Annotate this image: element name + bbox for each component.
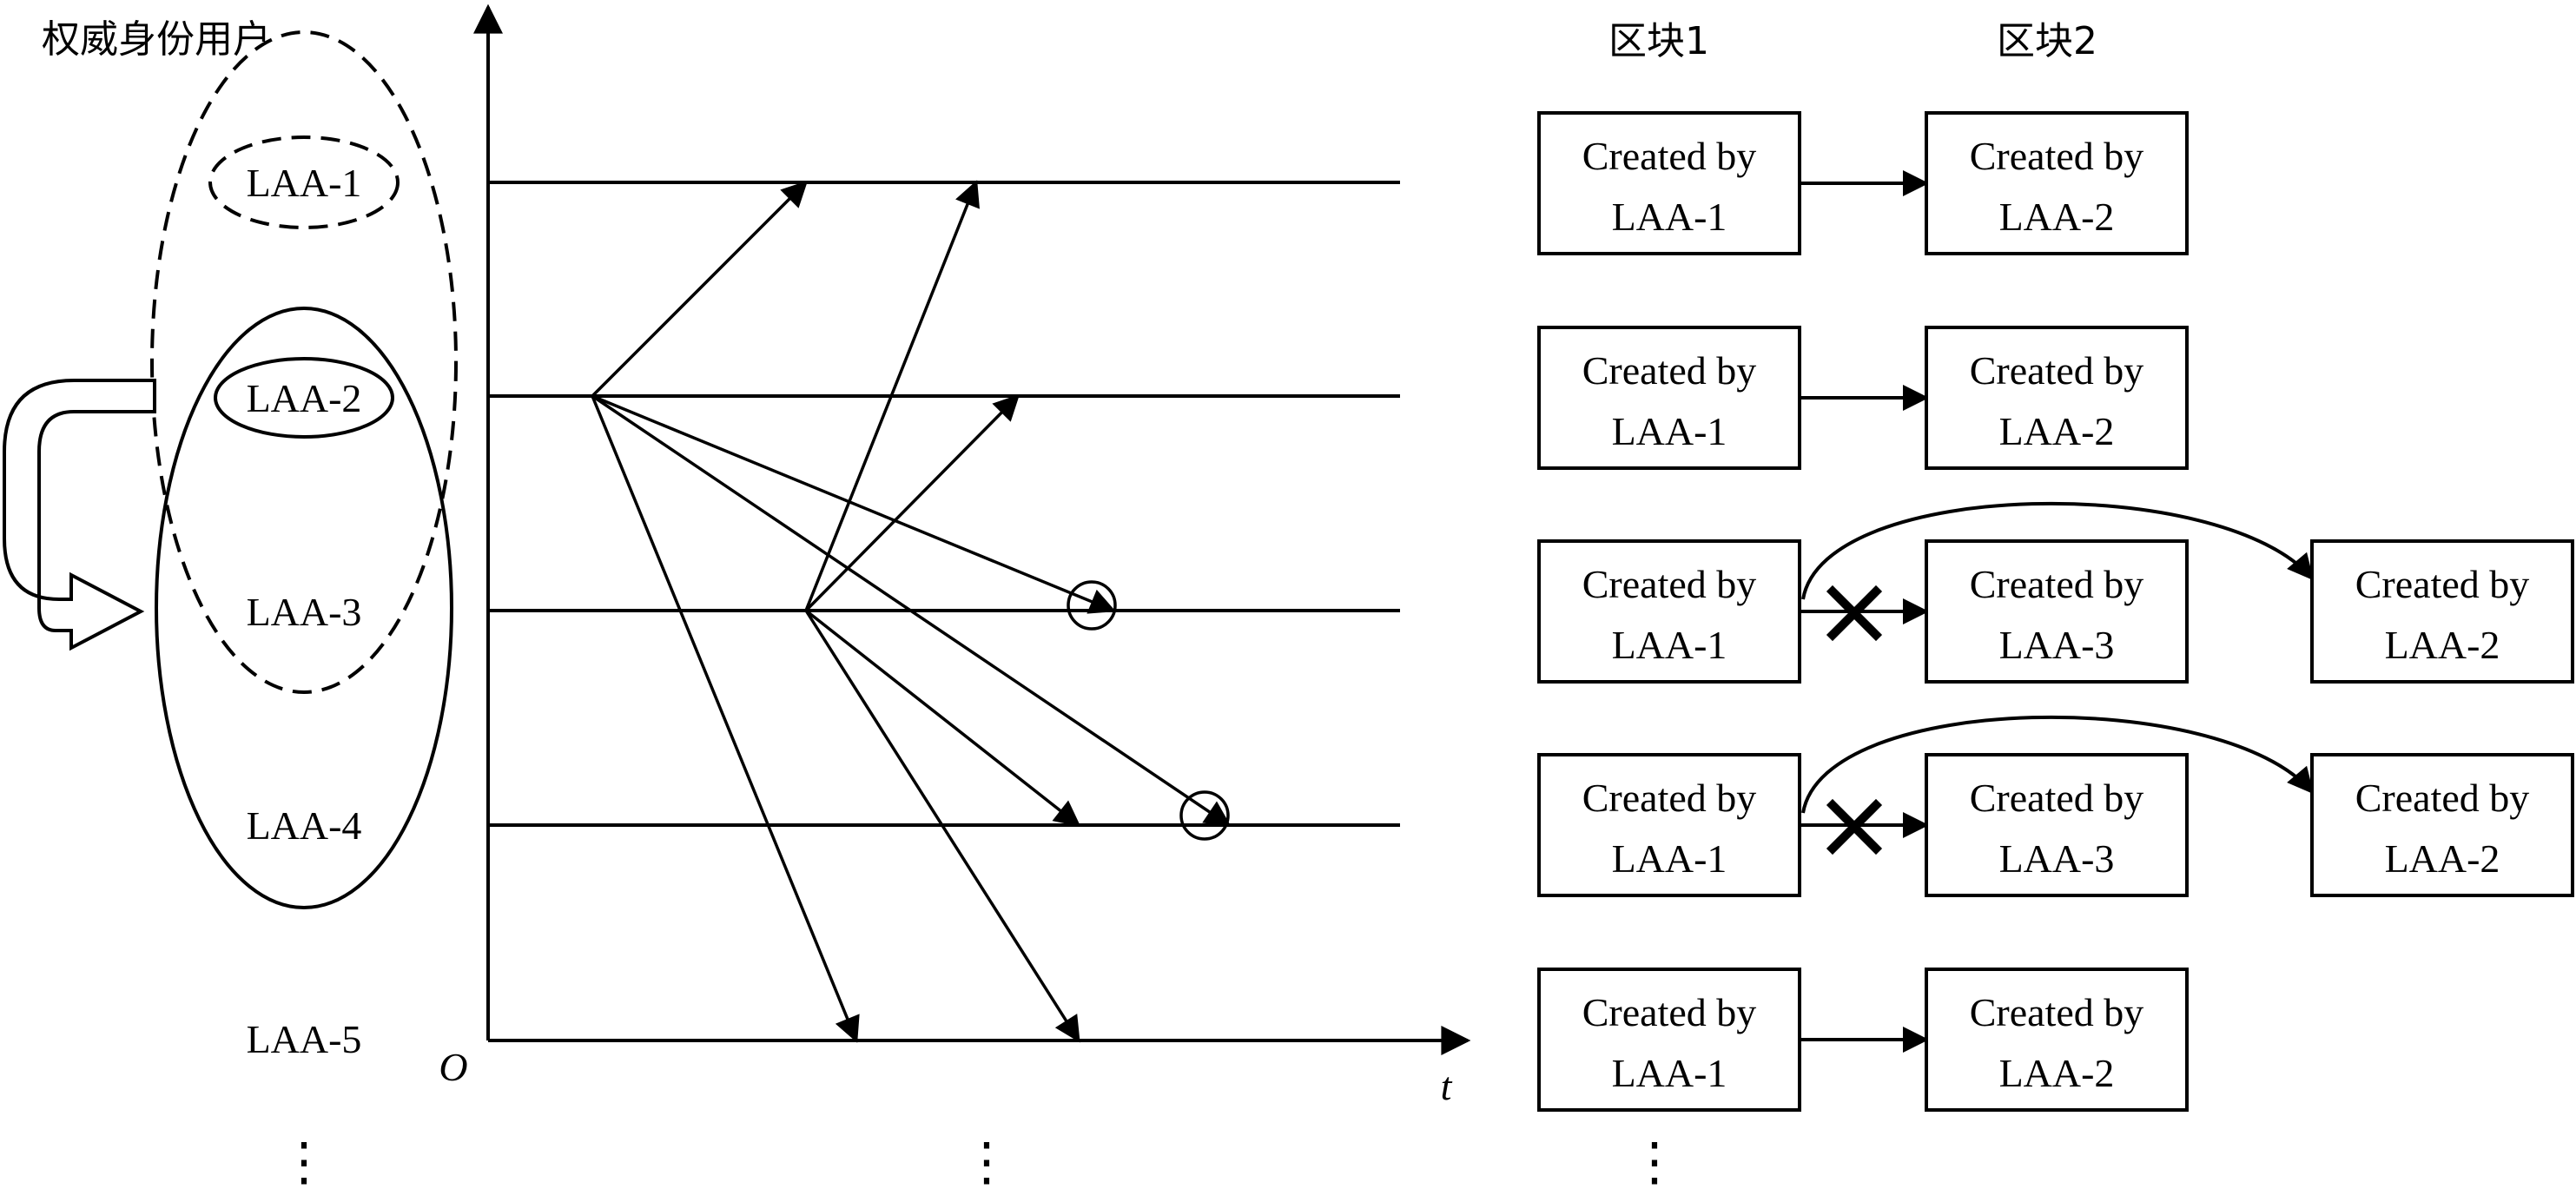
reject-marker-laa4 <box>1179 790 1230 841</box>
block <box>1537 753 1801 897</box>
block <box>1925 111 2189 255</box>
block <box>1925 753 2189 897</box>
message-arrows <box>591 180 1232 1043</box>
user-label-laa3: LAA-3 <box>247 590 362 634</box>
block-line1: Created by <box>1970 776 2144 820</box>
users-title: 权威身份用户 <box>42 17 271 62</box>
msg-laa3-to-laa5 <box>804 610 1080 1043</box>
group-transition-arrow <box>3 379 156 651</box>
block-line2: LAA-3 <box>1999 623 2115 667</box>
block-line2: LAA-2 <box>1999 409 2115 453</box>
block <box>1925 968 2189 1112</box>
block <box>1925 326 2189 470</box>
block <box>1925 539 2189 684</box>
user-label-laa1: LAA-1 <box>247 161 362 205</box>
block-line2: LAA-2 <box>2385 836 2500 881</box>
block-line2: LAA-1 <box>1612 1051 1727 1095</box>
msg-laa2-to-laa3 <box>591 394 1116 614</box>
block-line1: Created by <box>2355 776 2530 820</box>
reject-marker-laa3 <box>1067 580 1117 631</box>
block-line1: Created by <box>1582 776 1757 820</box>
block <box>1537 326 1801 470</box>
block-line1: Created by <box>1970 134 2144 178</box>
user-label-laa2: LAA-2 <box>247 376 362 420</box>
block <box>1537 539 1801 684</box>
block-line2: LAA-2 <box>2385 623 2500 667</box>
block-line2: LAA-1 <box>1612 836 1727 881</box>
block-line1: Created by <box>1970 348 2144 393</box>
msg-laa2-to-laa4 <box>591 394 1232 827</box>
chain-fork-arrow <box>1801 715 2314 814</box>
chain-row-2: Created by LAA-1 Created by LAA-2 <box>1537 326 2189 470</box>
block-line2: LAA-1 <box>1612 409 1727 453</box>
block-line2: LAA-3 <box>1999 836 2115 881</box>
block-line1: Created by <box>1582 348 1757 393</box>
user-group-dashed <box>150 30 458 694</box>
chain-row-1: Created by LAA-1 Created by LAA-2 <box>1537 111 2189 255</box>
timelines <box>488 181 1400 827</box>
chain-fork-arrow <box>1801 501 2314 600</box>
block <box>2310 753 2574 897</box>
user-group-solid <box>155 307 453 909</box>
block-line1: Created by <box>1582 134 1757 178</box>
time-axis-label: t <box>1441 1064 1453 1108</box>
chain-ellipsis: ⋮ <box>1628 1133 1681 1189</box>
timeline-ellipsis: ⋮ <box>961 1133 1013 1189</box>
origin-label: O <box>439 1045 467 1089</box>
block1-title: 区块1 <box>1608 19 1709 63</box>
block-line2: LAA-2 <box>1999 1051 2115 1095</box>
msg-laa2-to-laa1 <box>591 180 809 398</box>
msg-laa3-to-laa4 <box>804 609 1081 827</box>
block-line1: Created by <box>1582 990 1757 1034</box>
reject-x-icon <box>1826 798 1883 855</box>
chain-row-4: Created by LAA-1 Created by LAA-3 Create… <box>1537 715 2574 897</box>
chain-row-3: Created by LAA-1 Created by LAA-3 Create… <box>1537 501 2574 684</box>
block-line1: Created by <box>1970 990 2144 1034</box>
block <box>1537 111 1801 255</box>
block-line2: LAA-1 <box>1612 195 1727 239</box>
user-label-laa4: LAA-4 <box>247 803 362 848</box>
block <box>2310 539 2574 684</box>
block-line1: Created by <box>2355 562 2530 606</box>
msg-laa3-to-laa2 <box>804 393 1020 612</box>
users-ellipsis: ⋮ <box>278 1133 330 1189</box>
msg-laa2-to-laa5 <box>591 395 860 1043</box>
block-line2: LAA-2 <box>1999 195 2115 239</box>
block-line2: LAA-1 <box>1612 623 1727 667</box>
block-line1: Created by <box>1970 562 2144 606</box>
reject-x-icon <box>1826 585 1883 642</box>
chain-row-5: Created by LAA-1 Created by LAA-2 <box>1537 968 2189 1112</box>
block <box>1537 968 1801 1112</box>
block2-title: 区块2 <box>1997 19 2097 63</box>
block-line1: Created by <box>1582 562 1757 606</box>
msg-laa3-to-laa1 <box>804 180 980 611</box>
user-label-laa5: LAA-5 <box>247 1017 362 1061</box>
